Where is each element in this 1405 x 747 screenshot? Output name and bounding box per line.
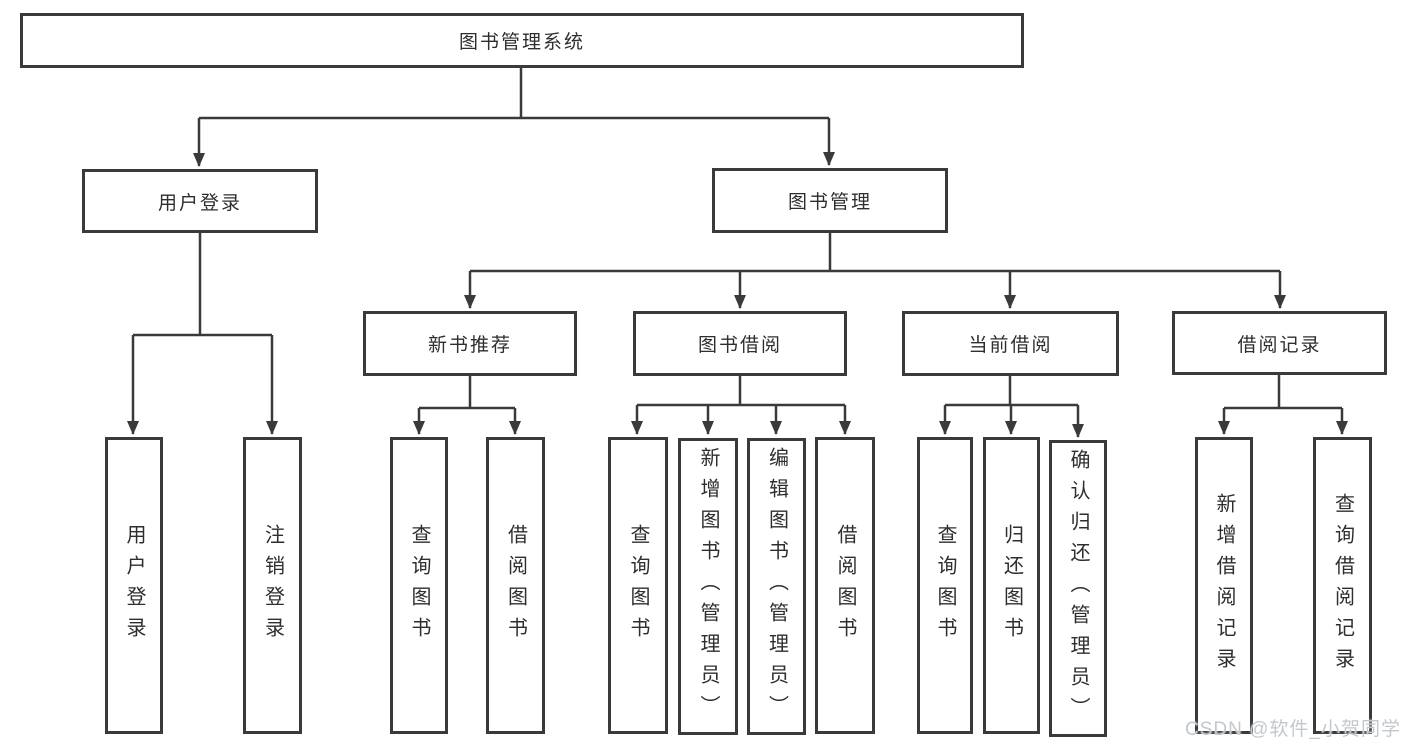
leaf-add-book-admin-label: 新增图书（管理员） [697, 447, 719, 726]
leaf-edit-book-admin: 编辑图书（管理员） [747, 438, 806, 735]
leaf-query-books-recommend: 查询图书 [390, 437, 448, 734]
leaf-add-borrow-record: 新增借阅记录 [1195, 437, 1253, 734]
leaf-confirm-return-admin-label: 确认归还（管理员） [1067, 449, 1089, 728]
node-current-borrow: 当前借阅 [902, 311, 1119, 376]
leaf-return-books: 归还图书 [983, 437, 1040, 734]
node-current-borrow-label: 当前借阅 [968, 335, 1053, 356]
leaf-query-borrow-record-label: 查询借阅记录 [1331, 492, 1354, 679]
leaf-user-login: 用户登录 [105, 437, 163, 734]
node-borrow-records-label: 借阅记录 [1237, 334, 1322, 356]
node-book-management-label: 图书管理 [787, 192, 872, 213]
node-borrow-records: 借阅记录 [1172, 311, 1387, 375]
leaf-user-login-label: 用户登录 [123, 523, 145, 648]
leaf-borrow-books-label: 借阅图书 [834, 523, 856, 648]
node-user-login-group-label: 用户登录 [157, 192, 242, 214]
node-new-book-recommend-label: 新书推荐 [427, 335, 512, 356]
node-user-login-group: 用户登录 [82, 169, 318, 233]
leaf-borrow-books: 借阅图书 [815, 437, 875, 734]
node-book-management: 图书管理 [712, 168, 948, 233]
node-new-book-recommend: 新书推荐 [363, 311, 577, 376]
leaf-query-books-current: 查询图书 [917, 437, 973, 734]
leaf-add-borrow-record-label: 新增借阅记录 [1213, 492, 1235, 679]
leaf-query-books-current-label: 查询图书 [934, 523, 956, 648]
leaf-return-books-label: 归还图书 [1000, 523, 1023, 648]
node-root-label: 图书管理系统 [458, 32, 585, 53]
leaf-query-books-borrow-label: 查询图书 [627, 523, 649, 648]
leaf-borrow-books-recommend-label: 借阅图书 [504, 523, 527, 648]
node-book-borrow: 图书借阅 [633, 311, 847, 376]
leaf-borrow-books-recommend: 借阅图书 [486, 437, 545, 734]
node-root: 图书管理系统 [20, 13, 1024, 68]
leaf-edit-book-admin-label: 编辑图书（管理员） [765, 447, 788, 726]
leaf-logout: 注销登录 [243, 437, 302, 734]
leaf-query-books-borrow: 查询图书 [608, 437, 668, 734]
leaf-query-books-recommend-label: 查询图书 [408, 523, 430, 648]
leaf-logout-label: 注销登录 [261, 523, 284, 648]
node-book-borrow-label: 图书借阅 [697, 335, 782, 356]
csdn-watermark: CSDN @软件_小贺同学 [1185, 719, 1401, 740]
leaf-add-book-admin: 新增图书（管理员） [678, 438, 738, 735]
leaf-confirm-return-admin: 确认归还（管理员） [1049, 440, 1107, 737]
leaf-query-borrow-record: 查询借阅记录 [1313, 437, 1372, 734]
